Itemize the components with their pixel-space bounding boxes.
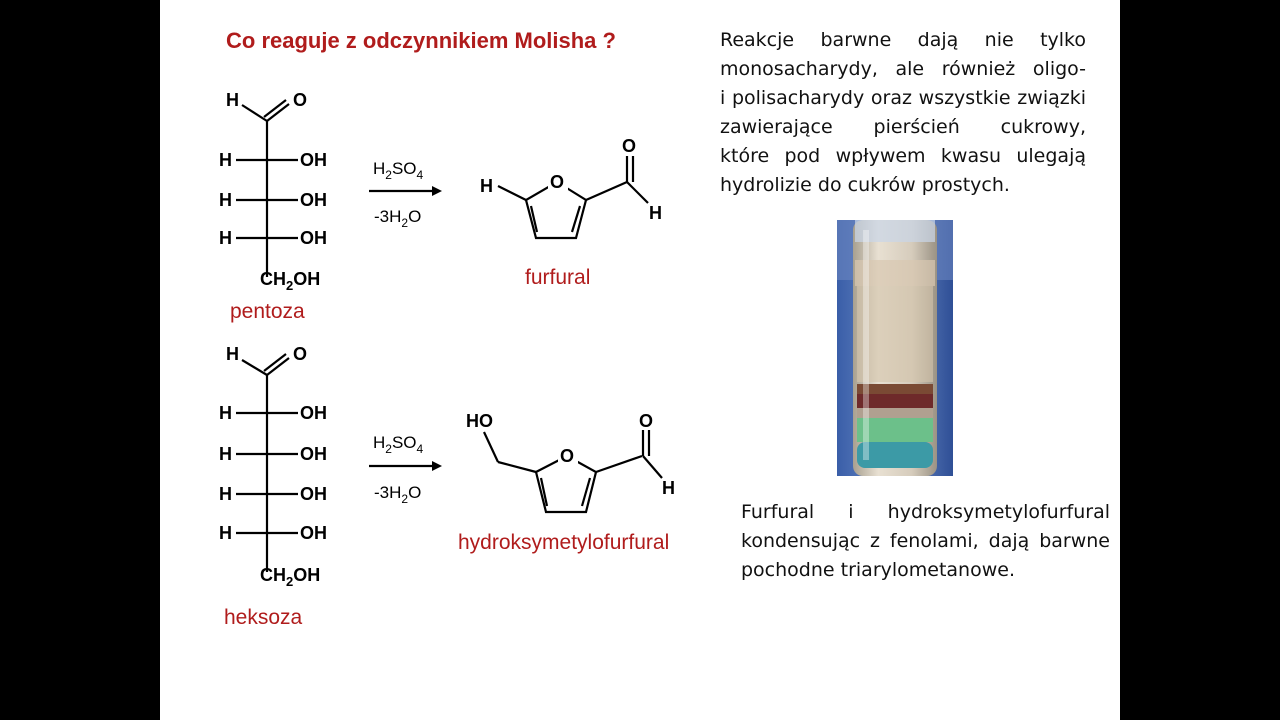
atom-oh: OH [300, 228, 327, 248]
reagent-label: H2SO4 [373, 159, 424, 182]
atom-oh: OH [300, 444, 327, 464]
ch2oh-group: CH2OH [260, 269, 320, 293]
label-furfural: furfural [525, 266, 590, 289]
slide: Co reaguje z odczynnikiem Molisha ? Reak… [160, 0, 1120, 720]
test-tube-photo [837, 220, 953, 476]
paragraph-line: hydrolizie do cukrów prostych. [720, 174, 1010, 196]
reaction-scheme: H O H OH H OH H OH CH2OH H O O H H O H O… [219, 90, 675, 629]
description-paragraph: Reakcje barwne dają nie tylko monosachar… [720, 26, 1086, 200]
atom-h: H [480, 176, 493, 196]
atom-h: H [219, 523, 232, 543]
label-heksoza: heksoza [224, 606, 303, 629]
paragraph-line: Reakcje barwne dają nie tylko [720, 29, 1086, 51]
paragraph-line: zawierające pierścień cukrowy, [720, 116, 1086, 138]
atom-o: O [550, 172, 564, 192]
atom-o: O [293, 344, 307, 364]
paragraph-line: które pod wpływem kwasu ulegają [720, 145, 1086, 167]
paragraph-line: i polisacharydy oraz wszystkie związki [720, 87, 1086, 109]
atom-oh: OH [300, 523, 327, 543]
atom-h: H [649, 203, 662, 223]
byproduct-label: -3H2O [374, 207, 421, 230]
atom-o: O [560, 446, 574, 466]
byproduct-label: -3H2O [374, 483, 421, 506]
slide-title: Co reaguje z odczynnikiem Molisha ? [226, 28, 616, 53]
atom-h: H [219, 150, 232, 170]
reagent-label: H2SO4 [373, 433, 424, 456]
atom-h: H [219, 444, 232, 464]
atom-oh: OH [300, 190, 327, 210]
atom-oh: OH [300, 150, 327, 170]
paragraph-line: pochodne triarylometanowe. [741, 559, 1015, 581]
atom-h: H [226, 90, 239, 110]
label-hydroksymetylofurfural: hydroksymetylofurfural [458, 531, 669, 554]
atom-oh: OH [300, 403, 327, 423]
atom-o: O [622, 136, 636, 156]
atom-h: H [226, 344, 239, 364]
atom-o: O [293, 90, 307, 110]
atom-h: H [662, 478, 675, 498]
paragraph-line: monosacharydy, ale również oligo- [720, 58, 1086, 80]
atom-h: H [219, 228, 232, 248]
paragraph-line: kondensując z fenolami, dają barwne [741, 530, 1110, 552]
atom-h: H [219, 190, 232, 210]
atom-o: O [639, 411, 653, 431]
condensation-paragraph: Furfural i hydroksymetylofurfural konden… [741, 498, 1110, 585]
atom-h: H [219, 403, 232, 423]
atom-h: H [219, 484, 232, 504]
paragraph-line: Furfural i hydroksymetylofurfural [741, 501, 1110, 523]
ch2oh-group: CH2OH [260, 565, 320, 589]
label-pentoza: pentoza [230, 300, 305, 323]
atom-ho: HO [466, 411, 493, 431]
atom-oh: OH [300, 484, 327, 504]
